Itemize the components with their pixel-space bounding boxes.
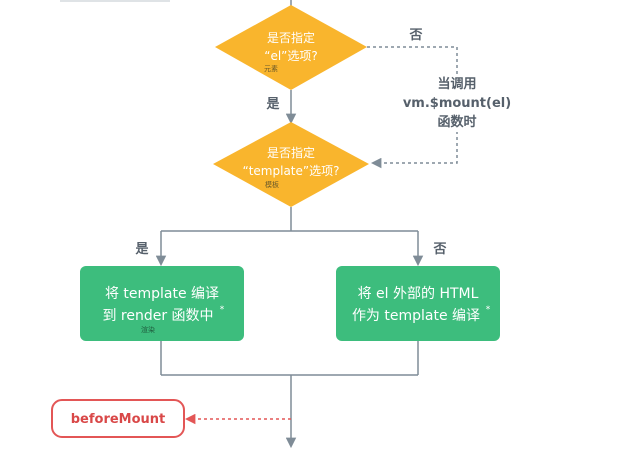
- process-outer-html-star: *: [486, 305, 491, 315]
- label-el-no: 否: [408, 28, 422, 43]
- process-compile-template-sub: 渲染: [141, 325, 155, 334]
- decision-el: 是否指定 “el”选项? 元素: [215, 5, 367, 90]
- decision-el-shape: [215, 5, 367, 90]
- process-compile-template-shape: [80, 266, 244, 341]
- mount-note: 当调用 vm.$mount(el) 函数时: [396, 74, 518, 132]
- hook-beforemount: beforeMount: [51, 399, 185, 438]
- process-outer-html: 将 el 外部的 HTML 作为 template 编译 *: [336, 266, 500, 341]
- decision-template-shape: [213, 122, 369, 207]
- hook-beforemount-label: beforeMount: [71, 412, 166, 427]
- label-el-yes: 是: [265, 97, 280, 112]
- top-divider: [60, 0, 170, 2]
- mount-note-line1: 当调用: [437, 76, 476, 92]
- decision-template-line2: “template”选项?: [243, 164, 340, 178]
- decision-template-line1: 是否指定: [267, 145, 315, 160]
- arrow-el-no-dashed: [367, 46, 458, 169]
- mount-note-line2: vm.$mount(el): [403, 96, 511, 111]
- process-compile-template-star: *: [220, 305, 225, 315]
- decision-template: 是否指定 “template”选项? 模板: [213, 122, 369, 207]
- label-template-no: 否: [432, 242, 446, 257]
- decision-el-line2: “el”选项?: [264, 49, 318, 63]
- process-outer-html-line1: 将 el 外部的 HTML: [358, 286, 479, 302]
- decision-template-sub: 模板: [265, 180, 279, 189]
- decision-el-sub: 元素: [264, 64, 278, 73]
- process-compile-template-line2: 到 render 函数中: [102, 308, 213, 324]
- label-template-yes: 是: [134, 242, 149, 257]
- process-outer-html-shape: [336, 266, 500, 341]
- process-compile-template-line1: 将 template 编译: [105, 286, 219, 302]
- process-outer-html-line2: 作为 template 编译: [352, 308, 480, 324]
- mount-note-line3: 函数时: [437, 114, 476, 130]
- connectors: [155, 0, 458, 449]
- process-compile-template: 将 template 编译 到 render 函数中 * 渲染: [80, 266, 244, 341]
- hook-beforemount-shape: [51, 399, 185, 438]
- decision-el-line1: 是否指定: [267, 30, 315, 45]
